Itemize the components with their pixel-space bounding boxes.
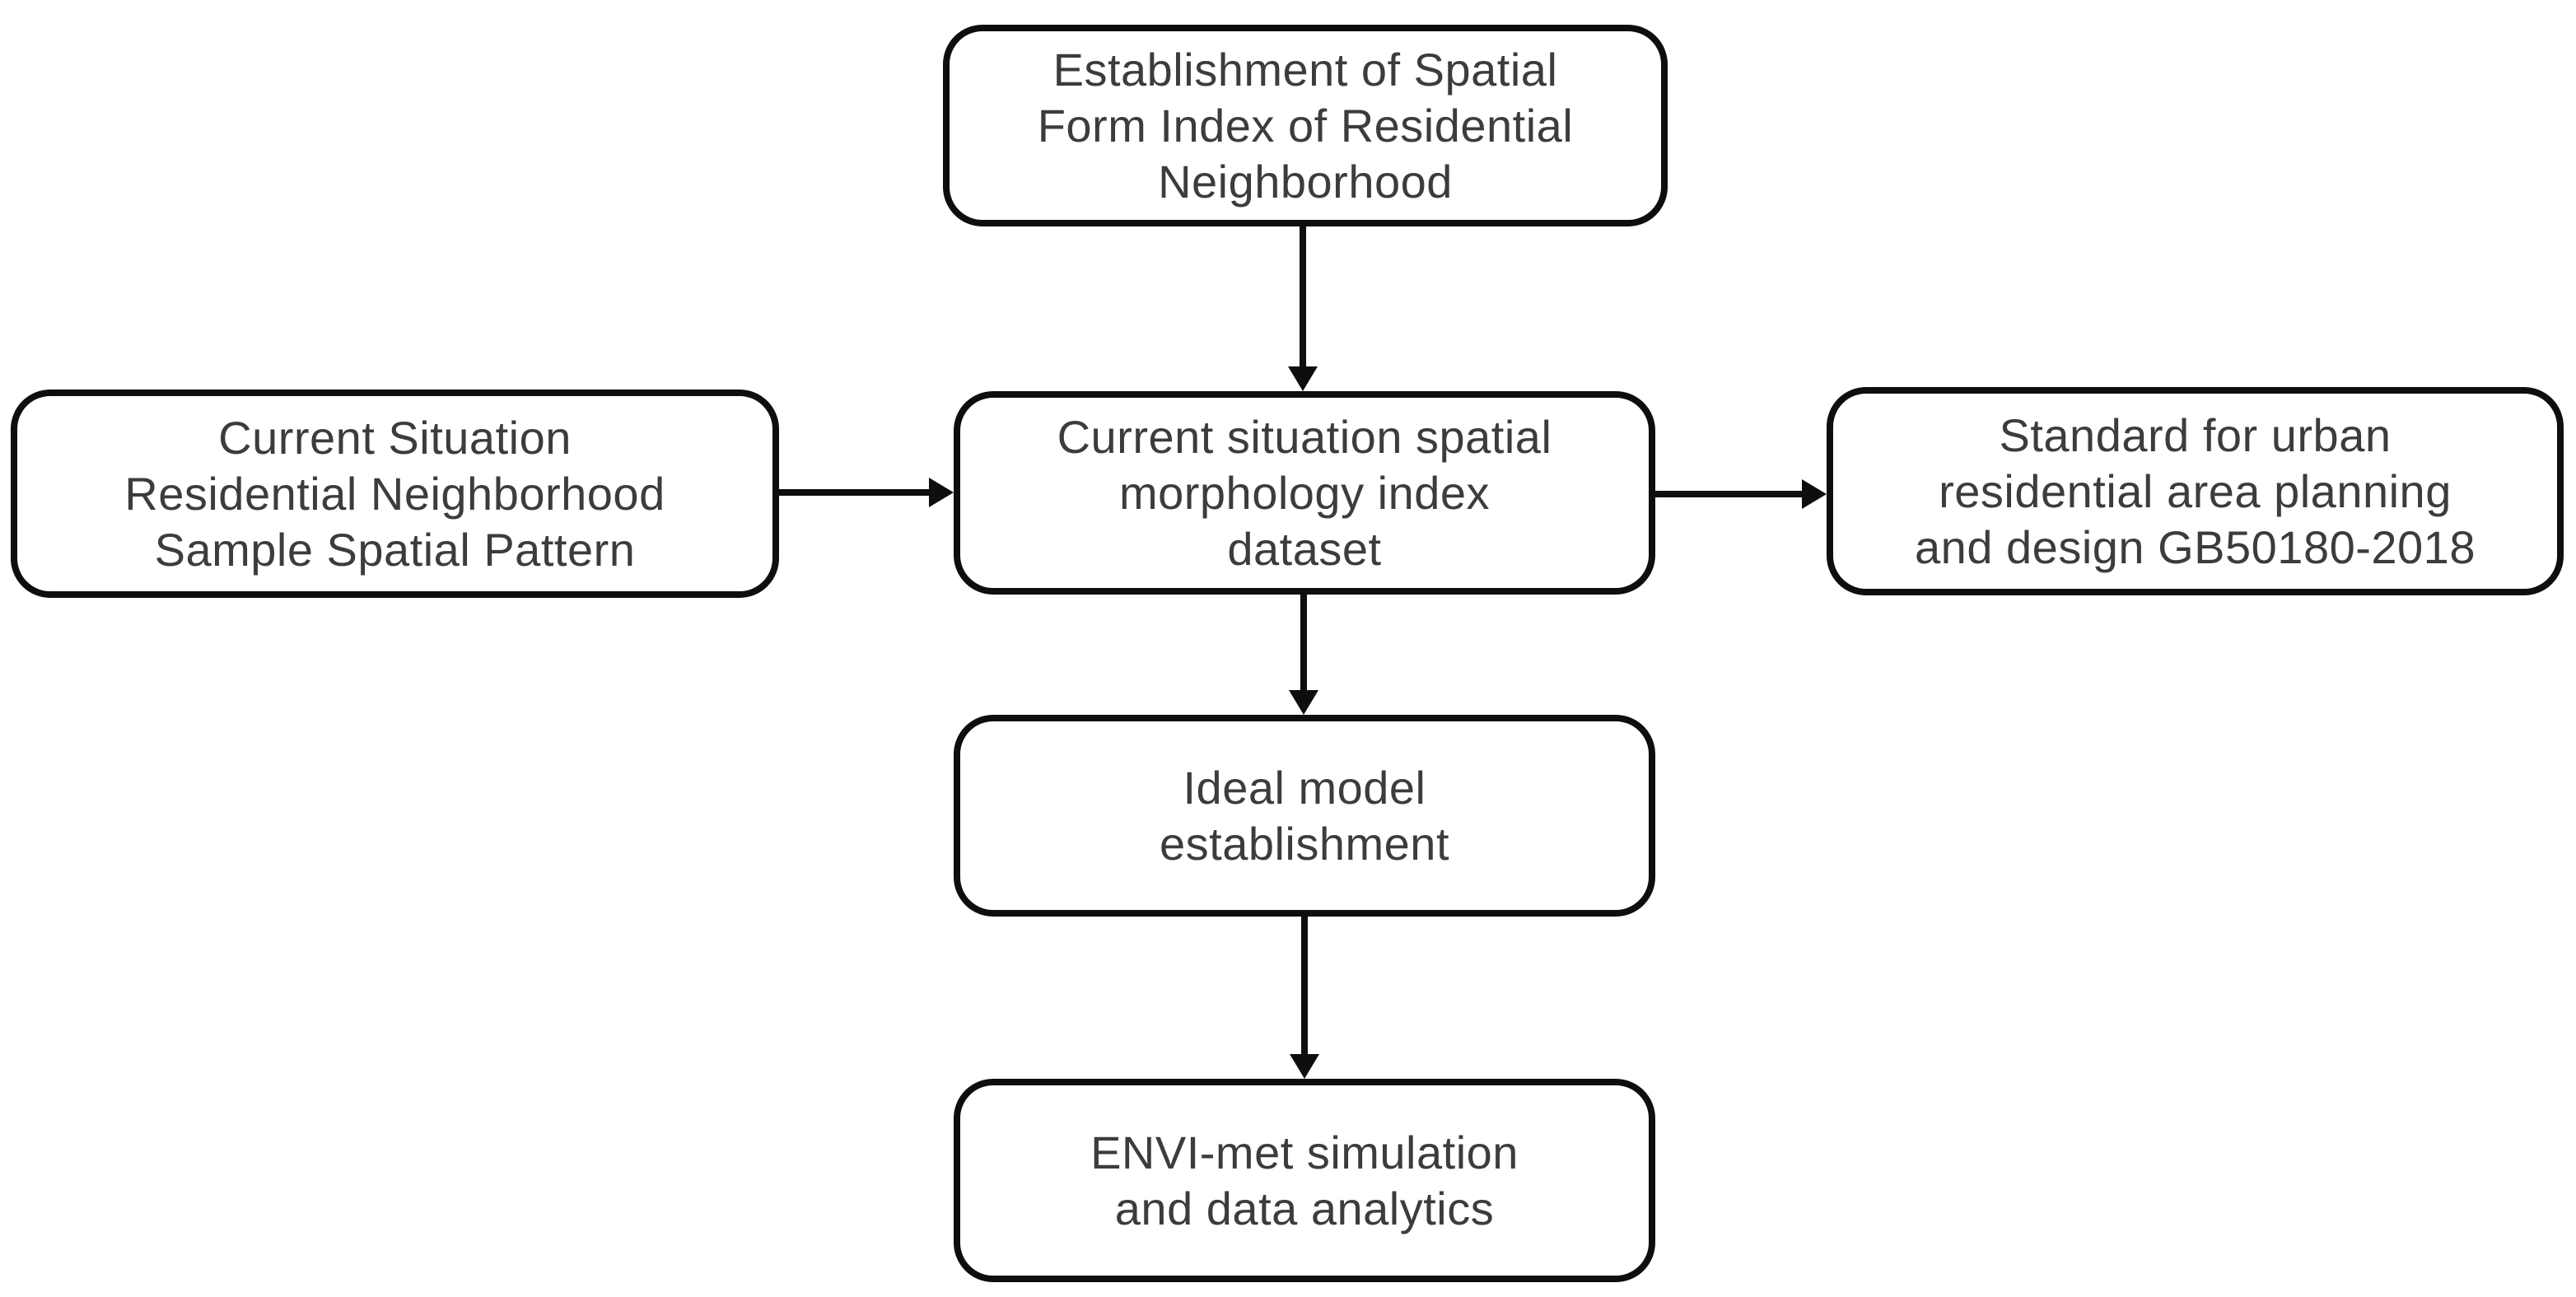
node-label-line: Current situation spatial [1057, 410, 1552, 463]
arrow-center-to-right [1655, 479, 1827, 509]
node-standard-gb50180-2018: Standard for urban residential area plan… [1827, 387, 2564, 595]
arrow-shaft [1300, 595, 1307, 690]
node-label-line: dataset [1227, 522, 1382, 575]
node-label-line: Form Index of Residential [1037, 99, 1574, 152]
node-label-line: and data analytics [1114, 1182, 1495, 1234]
node-label-line: Ideal model [1183, 761, 1426, 814]
arrow-center-to-ideal [1289, 595, 1318, 715]
node-spatial-morphology-index-dataset: Current situation spatial morphology ind… [954, 391, 1655, 595]
node-label-line: morphology index [1118, 466, 1491, 519]
node-label-line: Sample Spatial Pattern [154, 523, 636, 576]
node-label-line: establishment [1159, 817, 1449, 870]
node-current-situation-sample-spatial-pattern: Current Situation Residential Neighborho… [11, 390, 779, 598]
arrowhead-right-icon [1802, 479, 1827, 509]
arrow-top-to-center [1288, 226, 1318, 391]
arrow-shaft [1301, 917, 1308, 1054]
arrow-shaft [1655, 491, 1802, 497]
arrowhead-down-icon [1288, 366, 1318, 391]
arrowhead-right-icon [929, 478, 954, 507]
node-label-line: Residential Neighborhood [124, 467, 665, 520]
node-label-line: Neighborhood [1158, 155, 1453, 208]
arrow-left-to-center [779, 478, 954, 507]
arrowhead-down-icon [1290, 1054, 1319, 1079]
arrowhead-down-icon [1289, 690, 1318, 715]
arrow-shaft [1300, 226, 1306, 366]
node-label-line: Current Situation [218, 411, 572, 464]
node-label-line: ENVI-met simulation [1090, 1126, 1519, 1178]
node-spatial-form-index-establishment: Establishment of Spatial Form Index of R… [943, 25, 1668, 226]
node-ideal-model-establishment: Ideal model establishment [954, 715, 1655, 917]
node-label-line: Establishment of Spatial [1052, 43, 1558, 96]
arrow-shaft [779, 489, 929, 496]
arrow-ideal-to-envi [1290, 917, 1319, 1079]
node-label-line: and design GB50180-2018 [1915, 520, 2476, 573]
node-envi-met-simulation: ENVI-met simulation and data analytics [954, 1079, 1655, 1282]
node-label-line: residential area planning [1939, 464, 2452, 517]
node-label-line: Standard for urban [1999, 408, 2392, 461]
